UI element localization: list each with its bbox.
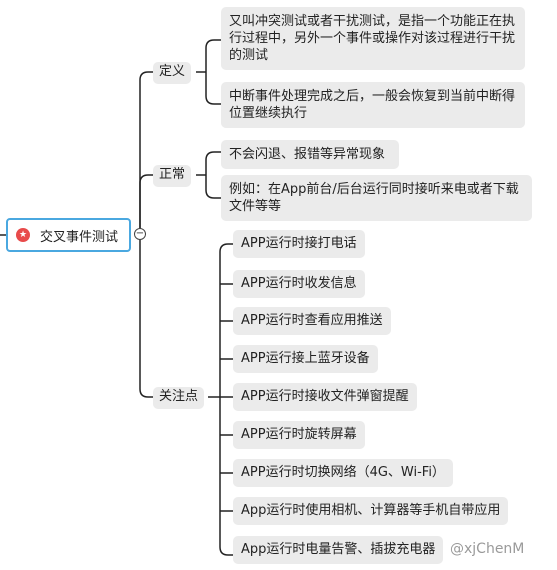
focus-item[interactable]: APP运行接上蓝牙设备 <box>233 345 378 373</box>
root-topic[interactable]: ★ 交叉事件测试 <box>6 218 131 252</box>
focus-item[interactable]: APP运行时接打电话 <box>233 230 365 258</box>
focus-item[interactable]: APP运行时旋转屏幕 <box>233 421 365 449</box>
focus-item[interactable]: App运行时使用相机、计算器等手机自带应用 <box>233 497 509 525</box>
focus-item[interactable]: APP运行时收发信息 <box>233 270 365 298</box>
branch-focus-points[interactable]: 关注点 <box>153 387 205 409</box>
star-badge-icon: ★ <box>16 228 30 242</box>
definition-item-2[interactable]: 中断事件处理完成之后，一般会恢复到当前中断得位置继续执行 <box>221 82 525 128</box>
watermark: @xjChenM <box>450 541 525 557</box>
branch-definition[interactable]: 定义 <box>153 62 192 84</box>
branch-normal[interactable]: 正常 <box>153 165 192 187</box>
collapse-toggle-button[interactable]: − <box>134 228 146 240</box>
focus-item[interactable]: APP运行时查看应用推送 <box>233 307 391 335</box>
focus-item[interactable]: APP运行时接收文件弹窗提醒 <box>233 383 417 411</box>
focus-item[interactable]: APP运行时切换网络（4G、Wi-Fi） <box>233 459 453 487</box>
definition-item-1[interactable]: 又叫冲突测试或者干扰测试，是指一个功能正在执行过程中，另外一个事件或操作对该过程… <box>221 7 525 70</box>
root-topic-label: 交叉事件测试 <box>40 229 119 245</box>
normal-item-1[interactable]: 不会闪退、报错等异常现象 <box>221 140 399 169</box>
focus-item[interactable]: App运行时电量告警、插拔充电器 <box>233 536 444 564</box>
normal-item-2[interactable]: 例如：在App前台/后台运行同时接听来电或者下载文件等等 <box>221 175 532 221</box>
